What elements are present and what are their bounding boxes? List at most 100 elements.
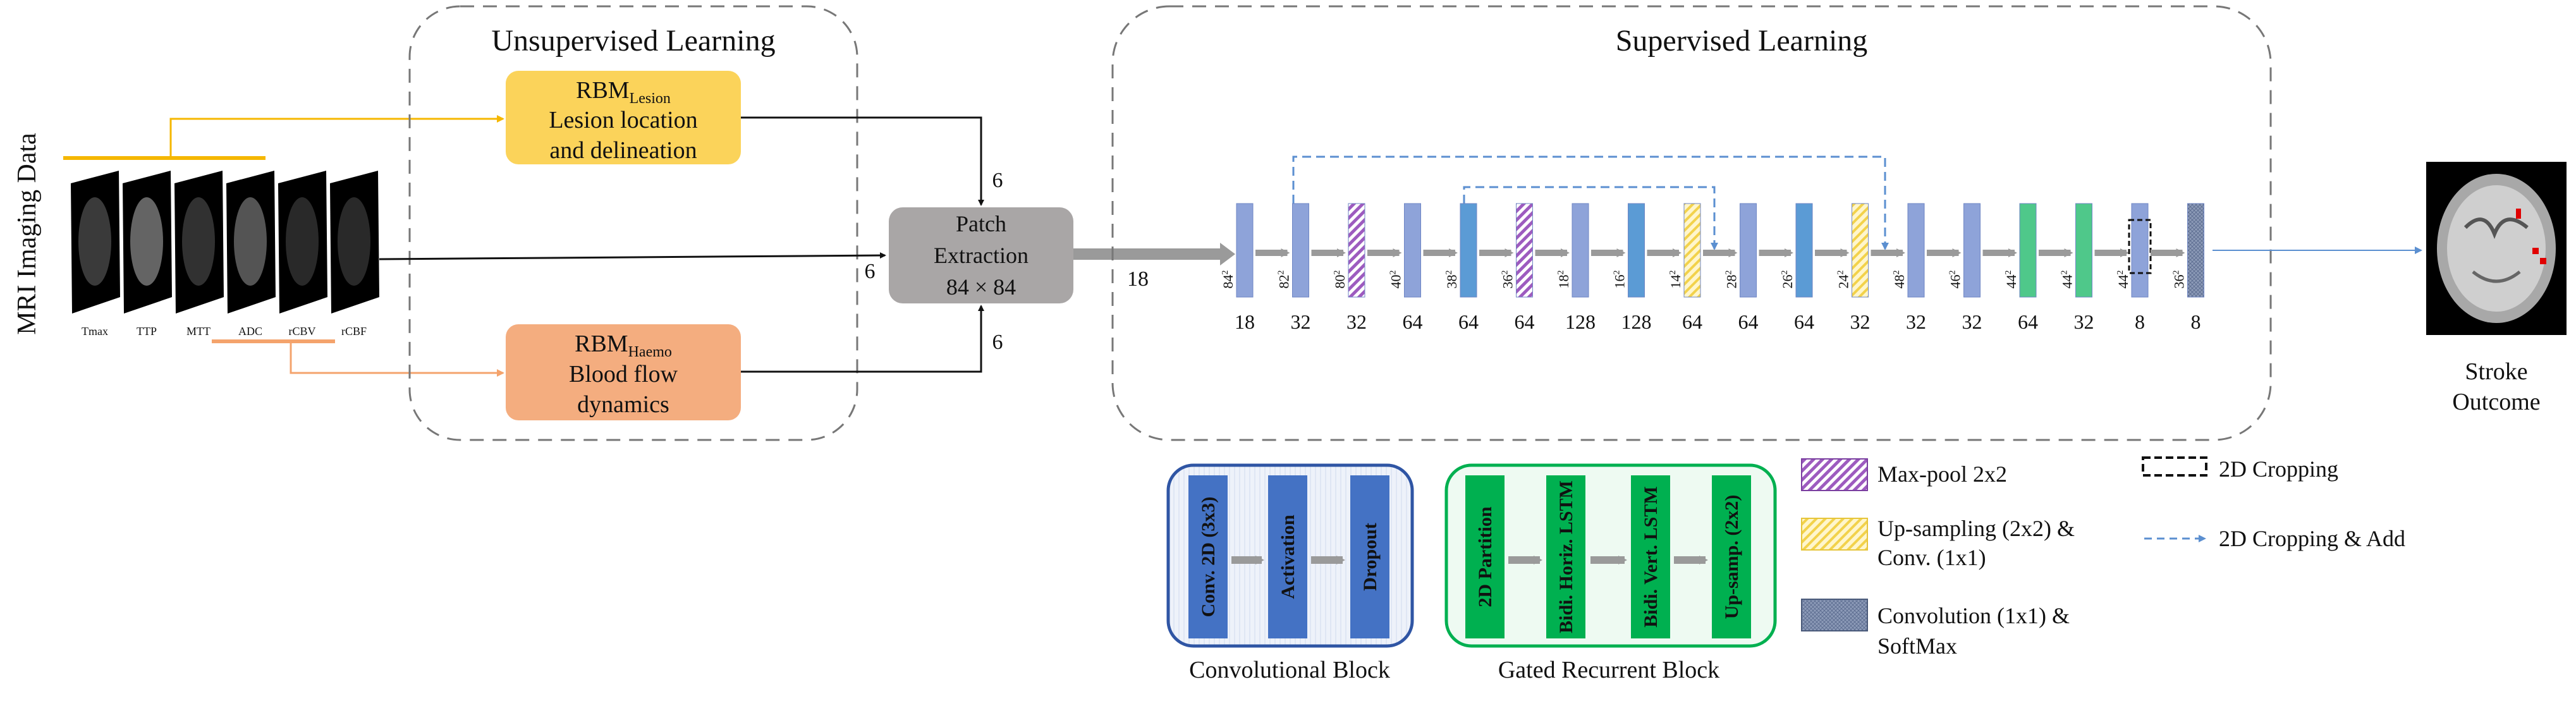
- legend-crop-label: 2D Cropping: [2219, 456, 2338, 482]
- layer-bar: [1236, 203, 1254, 298]
- rbm-haemo-sub: Haemo: [628, 344, 672, 360]
- layer-filters-label: 64: [1515, 310, 1535, 333]
- modality-label: rCBF: [341, 325, 367, 338]
- conv-block-layer-2: Activation: [1278, 515, 1298, 599]
- network-layer-conv: 382 64: [1444, 203, 1514, 333]
- modality-label: ADC: [238, 325, 262, 338]
- output-line1: Stroke: [2465, 358, 2527, 385]
- skip-connection-inner: [1463, 186, 1718, 250]
- layer-filters-label: 18: [1235, 310, 1255, 333]
- edge-haemo-to-patch: [741, 305, 984, 373]
- layer-bar: [1516, 203, 1533, 298]
- edge-label-patch-out: 18: [1127, 267, 1149, 291]
- layer-size-label: 802: [1332, 271, 1348, 289]
- layer-filters-label: 128: [1621, 310, 1652, 333]
- layer-bar: [2075, 203, 2092, 298]
- layer-size-label: 282: [1724, 271, 1740, 289]
- layer-filters-label: 32: [2074, 310, 2094, 333]
- layer-bar: [1963, 203, 1981, 298]
- edge-label-lesion: 6: [992, 169, 1003, 192]
- layer-bar: [1740, 203, 1757, 298]
- gated-block-caption: Gated Recurrent Block: [1498, 657, 1719, 683]
- legend-cropadd: 2D Cropping & Add: [2144, 526, 2405, 551]
- modality-label: MTT: [186, 325, 211, 338]
- mri-slice-adc: ADC: [226, 171, 276, 338]
- mri-slice-rcbf: rCBF: [330, 171, 379, 338]
- rbm-haemo-line2: dynamics: [577, 391, 669, 418]
- svg-text:RBMHaemo: RBMHaemo: [575, 331, 672, 360]
- network-layer-rnn: 442 32: [2060, 203, 2129, 333]
- conv-block-layer-1: Conv. 2D (3x3): [1198, 497, 1219, 618]
- legend-maxpool-label: Max-pool 2x2: [1877, 461, 2007, 487]
- layer-filters-label: 32: [1962, 310, 1982, 333]
- layer-size-label: 402: [1388, 271, 1404, 289]
- layer-bar: [1628, 203, 1645, 298]
- layer-filters-label: 128: [1565, 310, 1596, 333]
- layer-filters-label: 32: [1346, 310, 1367, 333]
- lesion-connector: [169, 115, 504, 158]
- layer-bar: [1348, 203, 1365, 298]
- patch-line2: Extraction: [934, 243, 1029, 268]
- mri-slice-mtt: MTT: [174, 171, 224, 338]
- layer-size-label: 362: [1500, 271, 1516, 289]
- rbm-lesion-name: RBM: [576, 77, 629, 104]
- rbm-haemo-box: RBMHaemo Blood flow dynamics: [506, 324, 741, 420]
- modality-label: TTP: [137, 325, 157, 338]
- convolutional-block: Conv. 2D (3x3) Activation Dropout: [1166, 463, 1414, 648]
- unsupervised-panel: [408, 5, 858, 441]
- patch-line1: Patch: [956, 211, 1006, 236]
- legend-upsample: Up-sampling (2x2) & Conv. (1x1): [1801, 516, 2075, 570]
- layer-size-label: 362: [2171, 271, 2187, 289]
- rbm-lesion-box: RBMLesion Lesion location and delineatio…: [506, 71, 741, 164]
- network-layer-conv: 402 64: [1388, 203, 1458, 333]
- modality-label: rCBV: [288, 325, 315, 338]
- layer-bar: [2187, 203, 2204, 298]
- stroke-outcome-image: [2426, 162, 2567, 335]
- legend-convsoft-line1: Convolution (1x1) &: [1877, 603, 2070, 628]
- network-layer-final: 362 8: [2171, 203, 2204, 333]
- layer-bar: [1852, 203, 1869, 298]
- network-layer-conv: 842 18: [1220, 203, 1290, 333]
- mri-slice-rcbv: rCBV: [278, 171, 327, 338]
- layer-size-label: 482: [1891, 271, 1907, 289]
- unsupervised-title: Unsupervised Learning: [491, 24, 775, 58]
- layer-size-label: 442: [2115, 271, 2131, 289]
- conv-block-caption: Convolutional Block: [1189, 657, 1390, 683]
- patch-to-network-arrow: [1073, 243, 1235, 265]
- layer-size-label: 382: [1444, 271, 1460, 289]
- layer-bar: [1292, 203, 1309, 298]
- edge-label-haemo: 6: [992, 331, 1003, 354]
- mri-slice-ttp: TTP: [123, 171, 172, 338]
- layer-size-label: 442: [2060, 271, 2075, 289]
- conv-block-layer-3: Dropout: [1360, 523, 1381, 591]
- layer-filters-label: 64: [1794, 310, 1814, 333]
- layer-bar: [2019, 203, 2037, 298]
- side-title: MRI Imaging Data: [13, 133, 42, 335]
- haemo-connector: [290, 341, 504, 377]
- layer-filters-label: 64: [1682, 310, 1702, 333]
- layer-size-label: 842: [1220, 271, 1236, 289]
- output-line2: Outcome: [2452, 389, 2540, 415]
- layer-bar: [1460, 203, 1477, 298]
- mri-slice-tmax: Tmax: [71, 171, 120, 338]
- network-layer-pool: 362 64: [1500, 203, 1570, 333]
- legend-convsoft-line2: SoftMax: [1877, 633, 1957, 659]
- layer-filters-label: 8: [2191, 310, 2201, 333]
- layer-filters-label: 64: [1403, 310, 1423, 333]
- layer-filters-label: 64: [2018, 310, 2038, 333]
- patch-extraction-box: Patch Extraction 84 × 84: [889, 207, 1073, 303]
- patch-line3: 84 × 84: [946, 274, 1016, 300]
- layer-bar: [1572, 203, 1589, 298]
- skip-connection-outer: [1292, 155, 1889, 250]
- layer-filters-label: 64: [1458, 310, 1479, 333]
- layer-filters-label: 8: [2135, 310, 2145, 333]
- network-layer-crop: 442 8: [2115, 203, 2185, 333]
- svg-text:RBMLesion: RBMLesion: [576, 77, 671, 107]
